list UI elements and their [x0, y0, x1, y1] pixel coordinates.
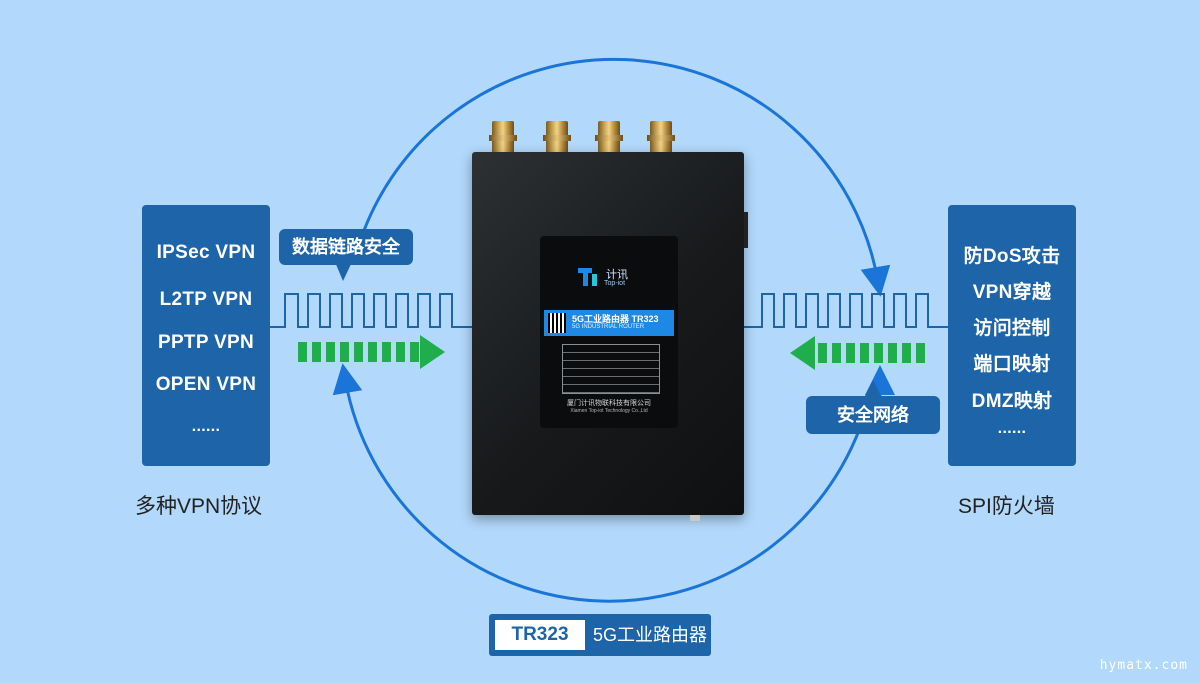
- vpn-protocols-caption: 多种VPN协议: [135, 495, 263, 518]
- label-subtitle: 5G INDUSTRIAL ROUTER: [572, 324, 645, 330]
- vpn-item: ......: [191, 418, 221, 435]
- label-title: 5G工业路由器 TR323: [572, 314, 659, 324]
- cycle-arc-top: [353, 57, 891, 297]
- bottom-connector: [690, 515, 700, 521]
- vpn-item: L2TP VPN: [159, 289, 253, 310]
- logo-sub: Top-iot: [604, 280, 626, 287]
- firewall-item: ......: [997, 420, 1027, 437]
- right-callout-pointer: [864, 380, 882, 398]
- spec-table: [562, 344, 660, 394]
- vpn-item: OPEN VPN: [155, 374, 257, 395]
- model-badge: TR323 5G工业路由器: [489, 614, 711, 656]
- topiot-logo-icon: [578, 268, 597, 286]
- company-cn: 厦门计讯物联科技有限公司: [567, 400, 651, 407]
- router-device: 计讯 Top-iot 5G工业路由器 TR323 5G INDUSTRIAL R…: [472, 152, 748, 521]
- model-name: 5G工业路由器: [593, 625, 708, 645]
- side-port: [744, 212, 748, 248]
- watermark: hymatx.com: [1099, 658, 1188, 673]
- data-link-security-callout: 数据链路安全: [279, 229, 413, 265]
- qr-code-icon: [548, 313, 566, 333]
- firewall-item: 端口映射: [973, 354, 1051, 375]
- device-logo: 计讯 Top-iot: [578, 266, 642, 292]
- antenna-3: [595, 121, 623, 157]
- vpn-item: PPTP VPN: [157, 332, 255, 353]
- firewall-item: 访问控制: [973, 318, 1051, 339]
- cycle-arc-bottom: [332, 363, 872, 603]
- vpn-item: IPSec VPN: [156, 242, 256, 263]
- spi-firewall-caption: SPI防火墙: [958, 495, 1055, 518]
- device-label-card: 计讯 Top-iot 5G工业路由器 TR323 5G INDUSTRIAL R…: [540, 236, 678, 428]
- company-en: Xiamen Top-iot Technology Co.,Ltd: [570, 408, 648, 414]
- firewall-item: 防DoS攻击: [963, 246, 1061, 267]
- right-square-wave: [744, 293, 948, 328]
- left-square-wave: [270, 293, 472, 328]
- right-green-arrow: [790, 336, 925, 370]
- logo-brand: 计讯: [606, 269, 628, 281]
- left-callout-pointer: [335, 262, 352, 281]
- antenna-2: [543, 121, 571, 157]
- antenna-4: [647, 121, 675, 157]
- firewall-item: DMZ映射: [971, 391, 1053, 412]
- left-green-arrow: [298, 335, 445, 369]
- label-strip: 5G工业路由器 TR323 5G INDUSTRIAL ROUTER: [544, 310, 674, 336]
- firewall-item: VPN穿越: [972, 282, 1052, 303]
- antenna-1: [489, 121, 517, 157]
- vpn-protocols-panel: IPSec VPN L2TP VPN PPTP VPN OPEN VPN ...…: [142, 205, 270, 466]
- secure-network-callout: 安全网络: [806, 396, 940, 434]
- spi-firewall-panel: 防DoS攻击 VPN穿越 访问控制 端口映射 DMZ映射 ......: [948, 205, 1076, 466]
- model-number: TR323: [495, 620, 585, 650]
